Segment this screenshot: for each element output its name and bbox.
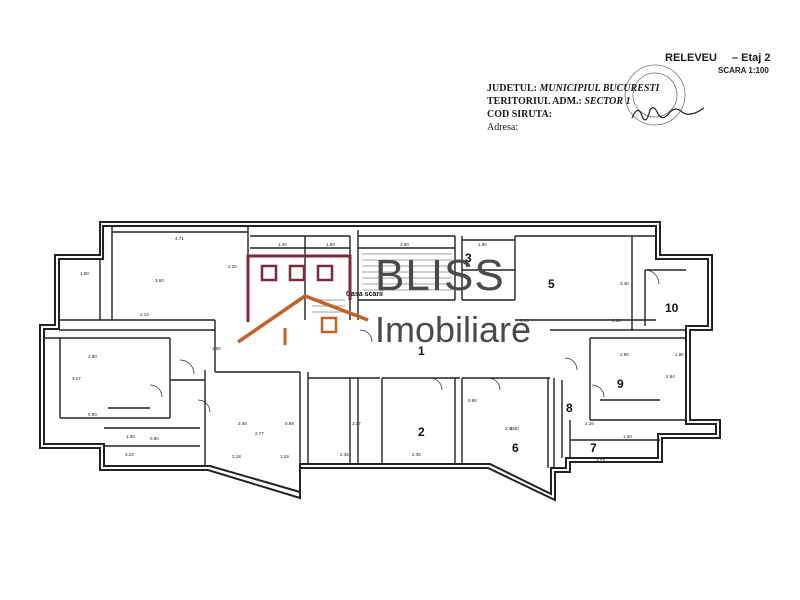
dimension-label: 1.19: [280, 454, 289, 459]
dimension-label: 2.20: [228, 264, 237, 269]
room-number: 7: [590, 441, 597, 455]
dimension-label: 1.60: [80, 271, 89, 276]
floor-label: – Etaj 2: [732, 52, 771, 64]
dimension-label: 2.13: [140, 312, 149, 317]
dimension-label: 1.50: [326, 242, 335, 247]
room-number: 1: [418, 344, 425, 358]
door-swings: [149, 269, 660, 413]
dimension-label: 2.36: [340, 452, 349, 457]
dimension-label: 3.23: [125, 452, 134, 457]
room-number: 5: [548, 277, 555, 291]
dimension-labels: 4.71 1.40 1.50 3.60 1.80 1.60 3.60 2.20 …: [72, 236, 684, 463]
room-number: 2: [418, 425, 425, 439]
dimension-label: 4.71: [175, 236, 184, 241]
field-judetul: JUDETUL: MUNICIPIUL BUCURESTI: [487, 83, 660, 94]
dimension-label: 3.37: [352, 421, 361, 426]
room-number: 10: [665, 301, 679, 315]
plan-title: RELEVEU: [665, 52, 717, 64]
dimension-label: 2.40: [510, 426, 519, 431]
dimension-label: 0.89: [285, 421, 294, 426]
dimension-label: 3.60: [400, 242, 409, 247]
room-number: 3: [465, 251, 472, 265]
stair-label: Casa scarii: [346, 291, 383, 298]
bliss-logo: BLISS Imobiliare: [237, 251, 531, 350]
room-number: 6: [512, 441, 519, 455]
stair-treads: [312, 253, 452, 313]
dimension-label: 6.00: [520, 318, 529, 323]
dimension-label: 2.40: [505, 426, 514, 431]
scale-label: SCARA 1:100: [718, 66, 769, 75]
dimension-label: 2.18: [232, 454, 241, 459]
dimension-label: 0.90: [88, 412, 97, 417]
outer-walls: [39, 221, 721, 502]
dimension-label: 2.90: [620, 352, 629, 357]
dimension-label: 2.77: [255, 431, 264, 436]
dimension-label: 1.40: [278, 242, 287, 247]
signature: [631, 107, 705, 121]
field-adresa: Adresa:: [487, 122, 519, 133]
dimension-label: 1.50: [212, 346, 221, 351]
dimension-label: 1.80: [675, 352, 684, 357]
dimension-label: 3.23: [596, 458, 605, 463]
dimension-label: 1.30: [126, 434, 135, 439]
interior-walls: [44, 226, 686, 468]
stamp-seal: [624, 64, 686, 126]
dimension-label: 2.10: [612, 318, 621, 323]
dimension-label: 1.30: [623, 434, 632, 439]
field-teritoriul: TERITORIUL ADM.: SECTOR 1: [487, 96, 631, 107]
dimension-label: 2.94: [666, 374, 675, 379]
imobiliare-wordmark: Imobiliare: [375, 309, 531, 350]
dimension-label: 3.17: [72, 376, 81, 381]
dimension-label: 3.40: [620, 281, 629, 286]
bliss-wordmark: BLISS: [375, 251, 505, 300]
dimension-label: 1.80: [478, 242, 487, 247]
room-number: 9: [617, 377, 624, 391]
dimension-label: 2.38: [412, 452, 421, 457]
dimension-label: 2.90: [88, 354, 97, 359]
dimension-label: 2.16: [585, 421, 594, 426]
dimension-label: 0.80: [150, 436, 159, 441]
room-number: 8: [566, 401, 573, 415]
field-cod-siruta: COD SIRUTA:: [487, 109, 553, 120]
dimension-label: 3.60: [155, 278, 164, 283]
dimension-label: 2.40: [238, 421, 247, 426]
dimension-label: 0.86: [468, 398, 477, 403]
